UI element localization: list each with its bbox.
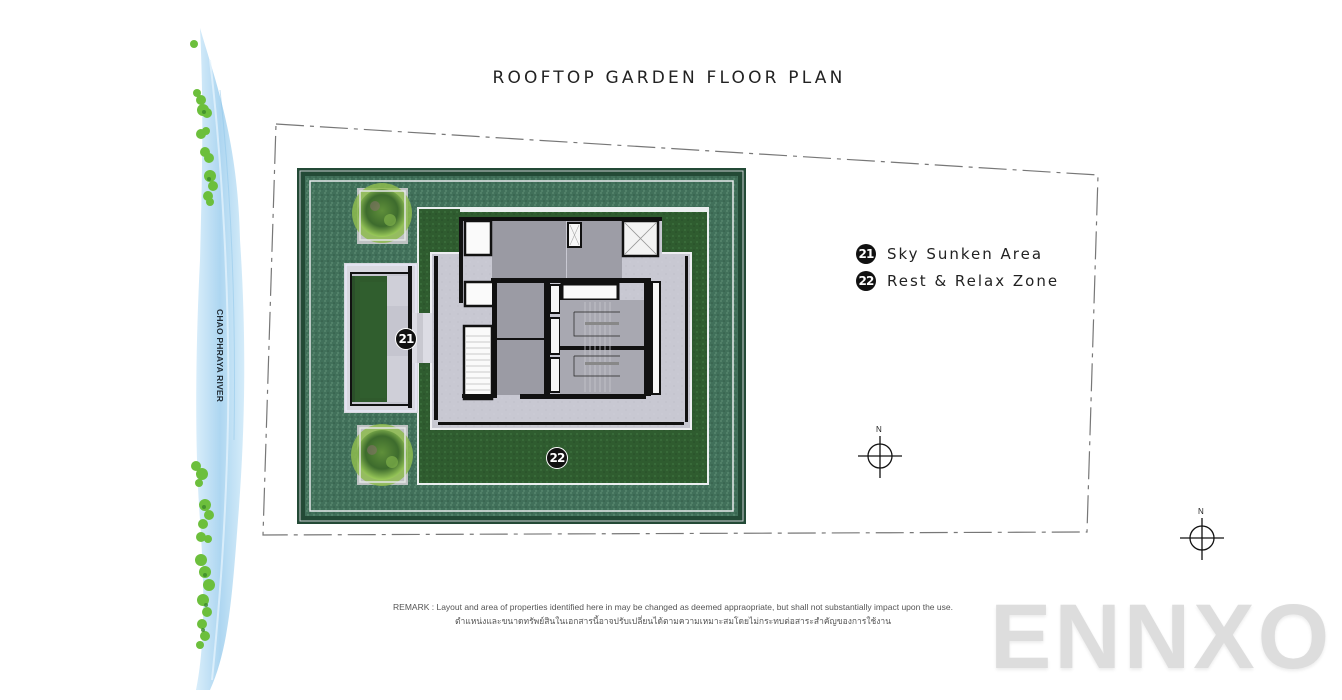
- compass-north-label-secondary: N: [1198, 507, 1204, 516]
- legend-label: Rest & Relax Zone: [887, 271, 1060, 290]
- legend-badge: 22: [856, 270, 876, 291]
- remark-thai: ตำแหน่งและขนาดทรัพย์สินในเอกสารนี้อาจปรั…: [454, 616, 892, 626]
- compass-rose: [858, 436, 902, 478]
- legend-badge: 21: [856, 243, 876, 264]
- legend-item: 22 Rest & Relax Zone: [856, 267, 1059, 294]
- river-label: CHAO PHRAYA RIVER: [215, 309, 225, 403]
- site-boundary: [262, 123, 1099, 536]
- compass-north-label: N: [876, 425, 882, 434]
- legend-label: Sky Sunken Area: [887, 244, 1044, 263]
- building-core: [430, 217, 692, 430]
- page-title: ROOFTOP GARDEN FLOOR PLAN: [492, 68, 846, 88]
- legend-item: 21 Sky Sunken Area: [856, 240, 1059, 267]
- marker-22: 22: [546, 447, 568, 469]
- remark-english: REMARK : Layout and area of properties i…: [393, 602, 953, 612]
- planter-tree-top: [352, 183, 412, 244]
- marker-21: 21: [395, 328, 417, 350]
- watermark-logo: ENNXO: [990, 586, 1333, 688]
- legend: 21 Sky Sunken Area 22 Rest & Relax Zone: [856, 240, 1059, 294]
- remark: REMARK : Layout and area of properties i…: [0, 600, 1342, 628]
- compass-rose-secondary: [1180, 518, 1224, 560]
- planter-tree-bottom: [351, 424, 413, 486]
